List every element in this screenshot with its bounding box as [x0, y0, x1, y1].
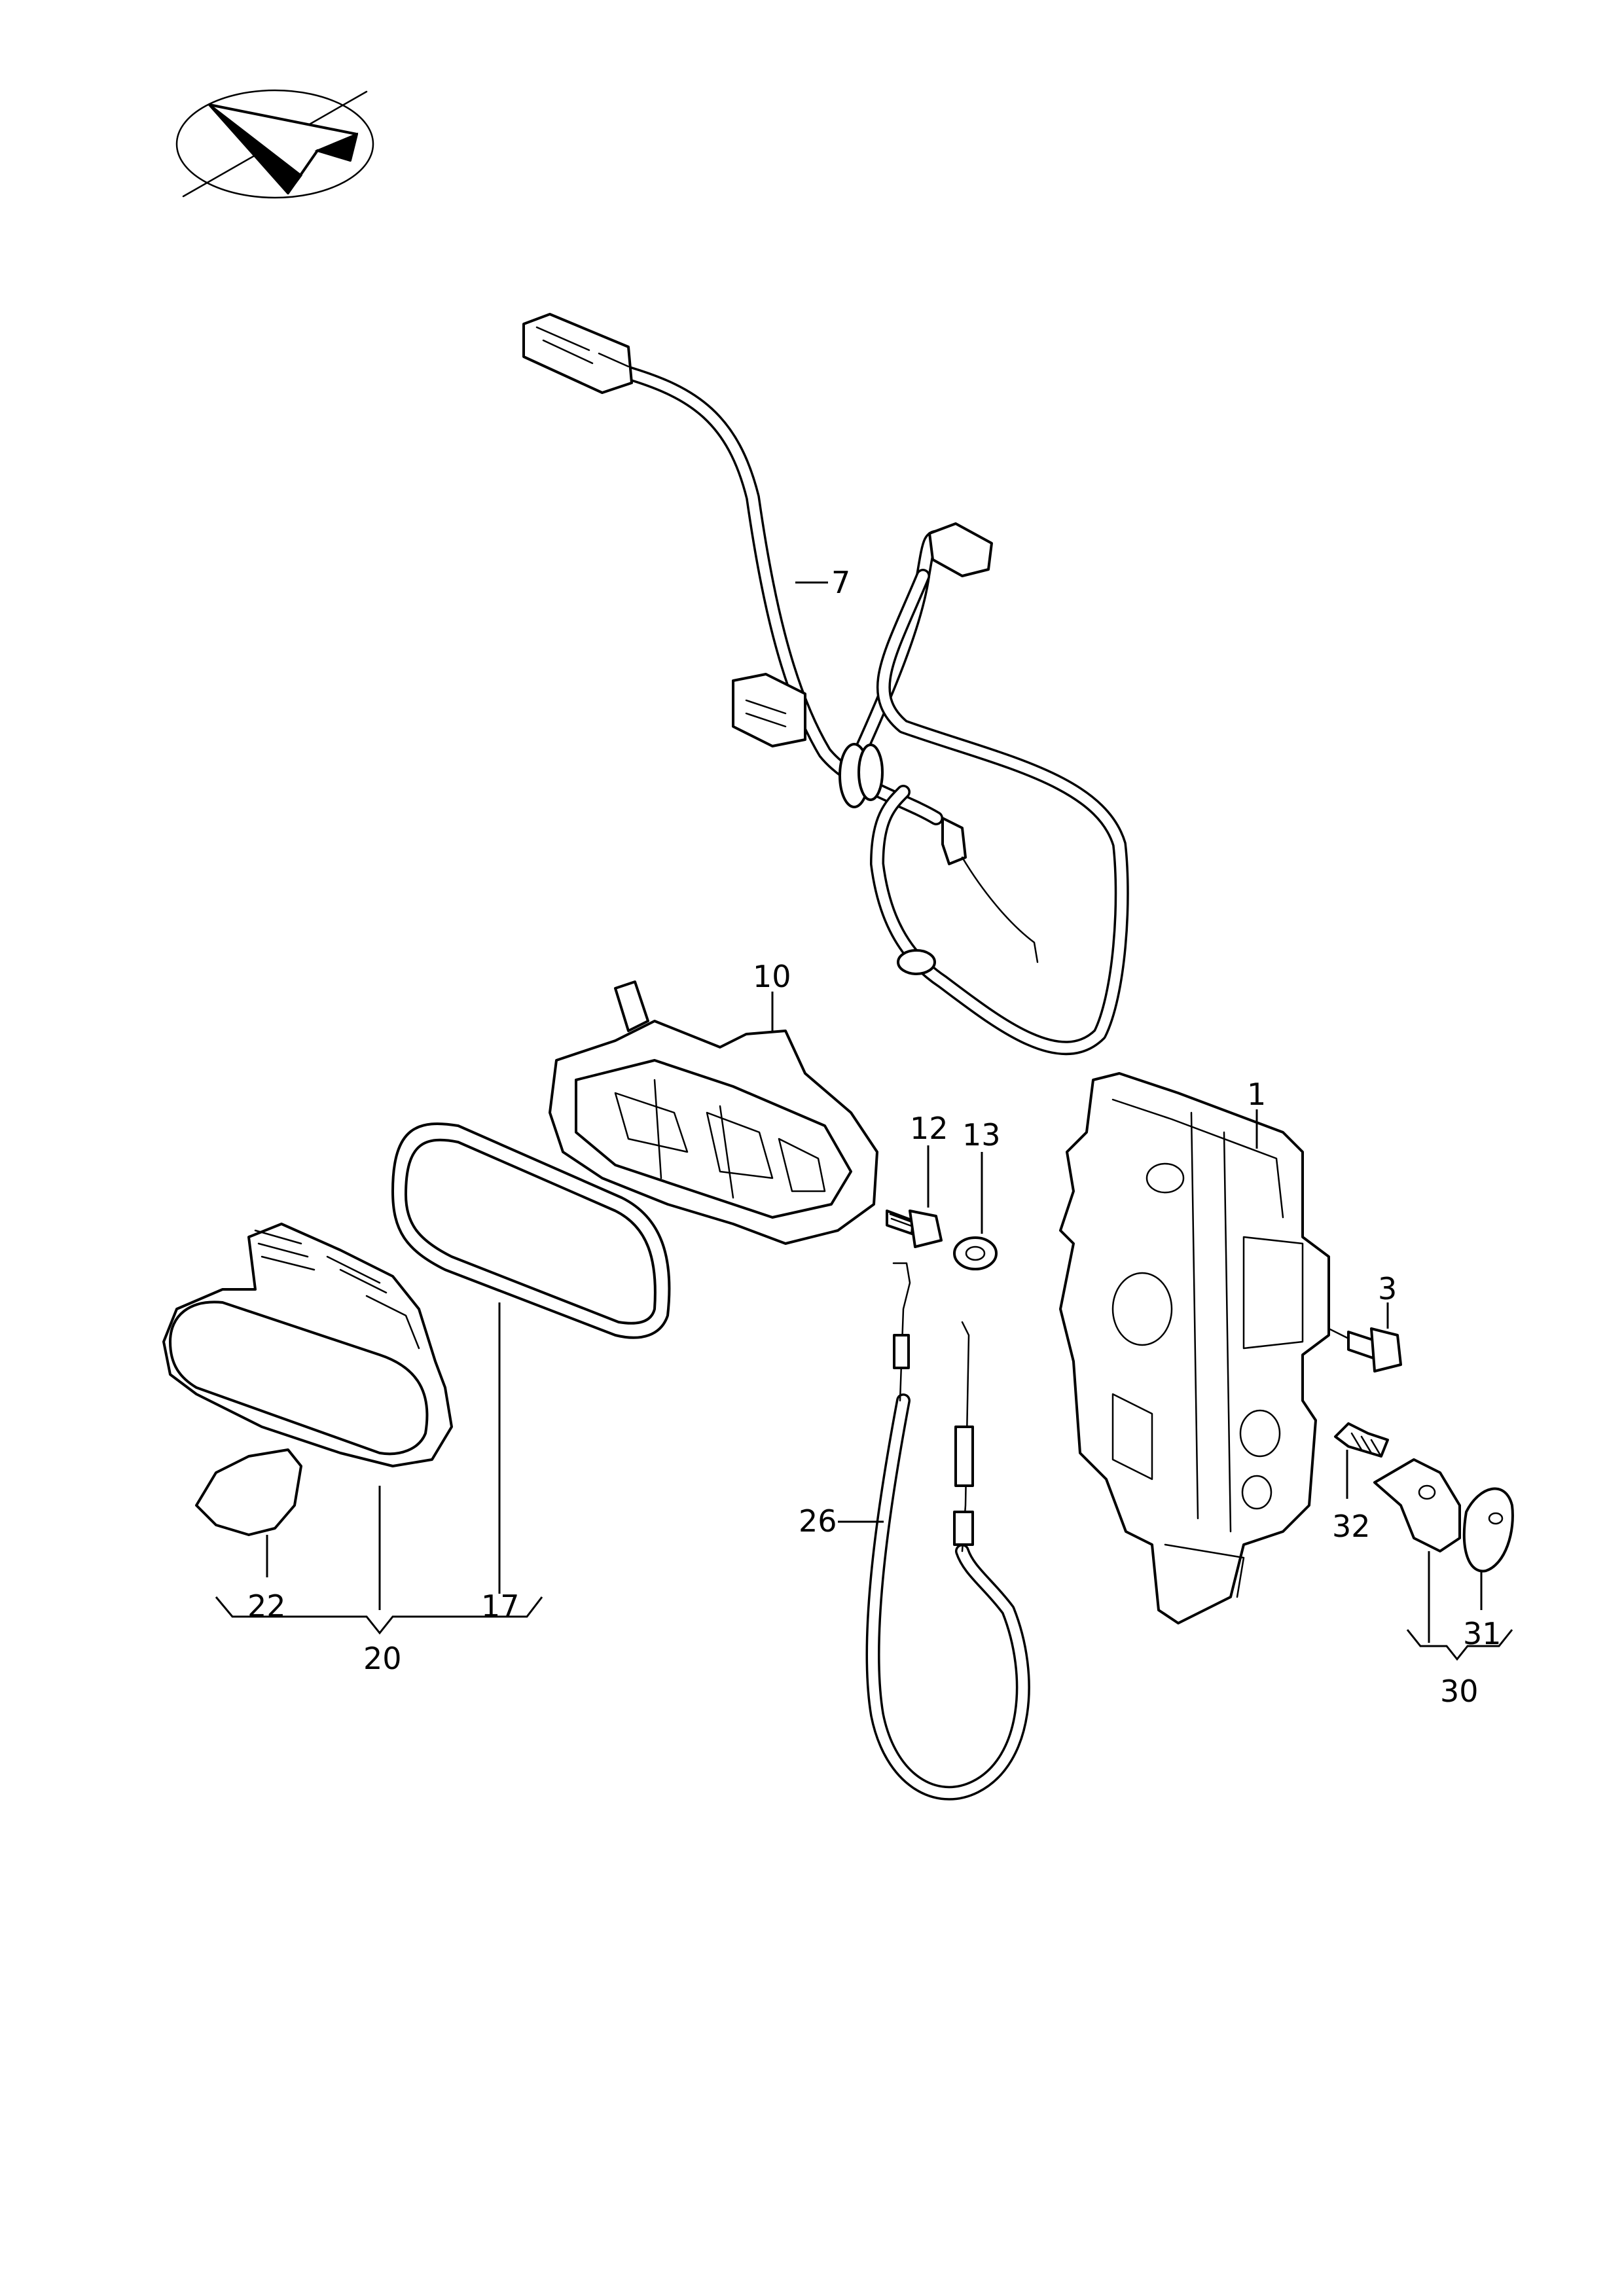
vehicle-direction-arrow-icon: [175, 89, 374, 199]
screw-part-32: [1334, 1422, 1389, 1458]
label-10: 10: [753, 959, 791, 994]
handle-bracket-part-10: [549, 980, 878, 1245]
label-17: 17: [481, 1588, 520, 1624]
label-26: 26: [799, 1503, 837, 1539]
label-3: 3: [1378, 1271, 1397, 1306]
label-12: 12: [910, 1111, 948, 1146]
label-20: 20: [363, 1641, 402, 1676]
bowden-cable-part-26: [865, 1262, 1030, 1801]
label-30: 30: [1440, 1674, 1479, 1709]
label-7: 7: [831, 565, 850, 600]
cover-plate-part-31: [1462, 1487, 1514, 1573]
label-32: 32: [1332, 1509, 1371, 1544]
label-1: 1: [1247, 1077, 1266, 1112]
group-bracket-30: [1406, 1629, 1513, 1661]
wiring-harness-part-7: [522, 313, 1129, 1056]
label-13: 13: [962, 1117, 1001, 1153]
label-22: 22: [247, 1588, 286, 1624]
door-lock-part-1: [1059, 1072, 1330, 1624]
cap-part-22: [195, 1448, 302, 1536]
bolt-part-3: [1327, 1327, 1402, 1372]
striker-plate-part-30: [1373, 1458, 1461, 1552]
screw-part-12: [886, 1210, 943, 1248]
door-handle-part-20: [162, 1223, 453, 1467]
group-bracket-20: [215, 1596, 543, 1635]
gasket-part-17: [391, 1122, 671, 1339]
washer-part-13: [953, 1236, 998, 1270]
